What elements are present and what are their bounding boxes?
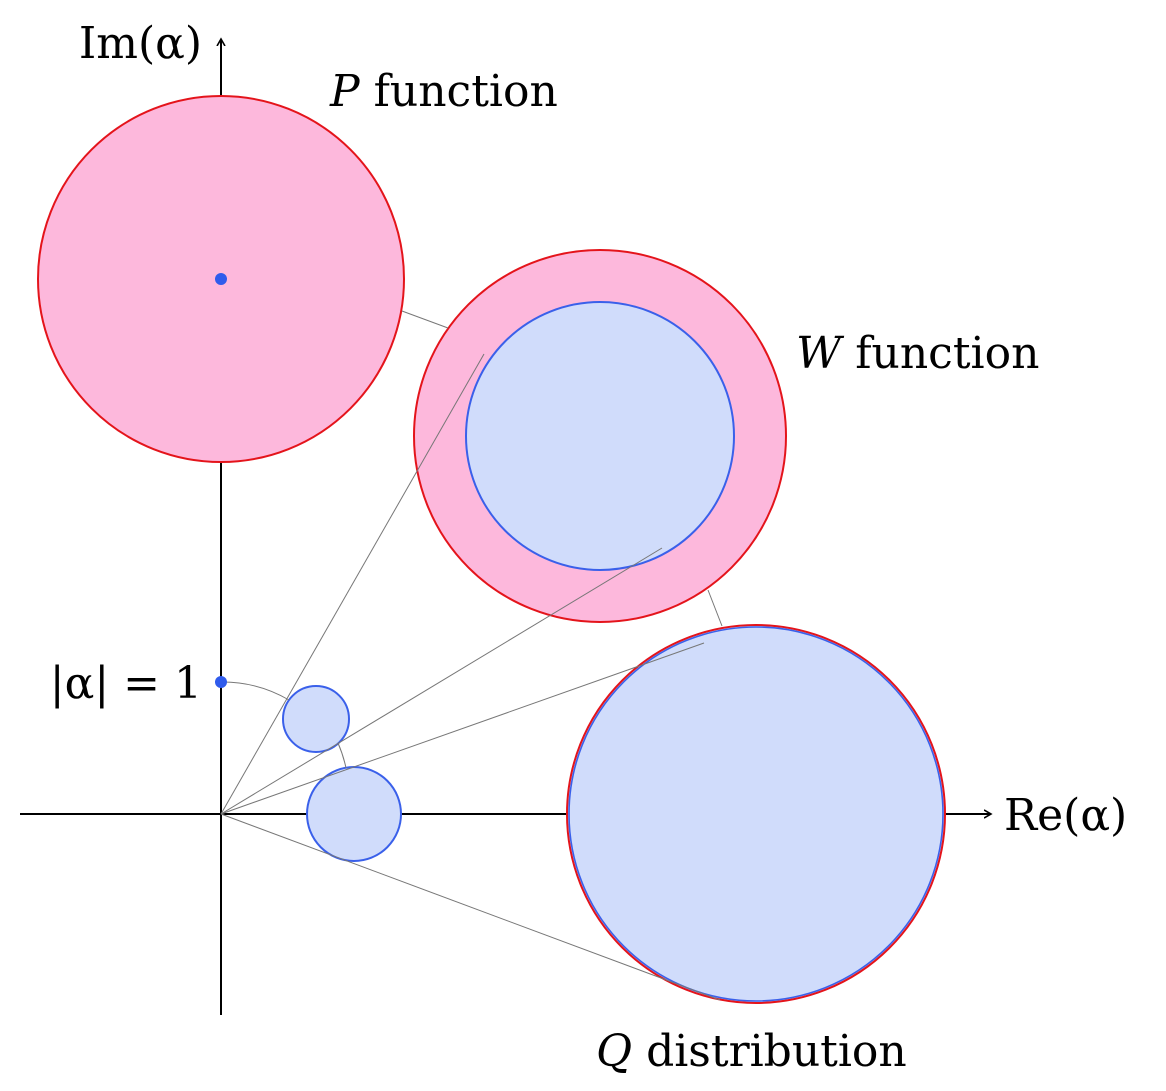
unit-circle-arc [337, 742, 347, 769]
guide-line [220, 353, 485, 815]
w-function-symbol: W [796, 328, 845, 379]
q-distribution-text: distribution [632, 1026, 907, 1077]
q-distribution-outer-circle [566, 624, 946, 1004]
guide-line [220, 813, 721, 1001]
p-function-center-dot [215, 273, 227, 285]
unit-marker-dot [215, 676, 227, 688]
w-function-inner-circle [465, 301, 735, 571]
im-axis-label: Im(α) [79, 18, 202, 69]
re-axis-label: Re(α) [1004, 790, 1127, 841]
w-function-text: function [841, 328, 1039, 379]
unit-magnitude-label: |α| = 1 [50, 658, 202, 709]
guide-line [220, 642, 705, 815]
q-distribution-symbol: Q [596, 1026, 632, 1077]
q-distribution-label: Q distribution [596, 1026, 907, 1077]
guide-line [707, 589, 723, 627]
p-function-symbol: P [329, 66, 361, 117]
guide-lines [220, 310, 723, 1001]
w-function-label: W function [796, 328, 1039, 379]
small-state-circle-lower [306, 766, 402, 862]
guide-line [220, 547, 663, 815]
guide-line [401, 310, 449, 329]
small-state-circle-upper [282, 685, 350, 753]
p-function-text: function [360, 66, 558, 117]
q-distribution-inner-circle [568, 626, 944, 1002]
unit-circle-arc [220, 681, 290, 701]
p-function-label: P function [329, 66, 558, 117]
